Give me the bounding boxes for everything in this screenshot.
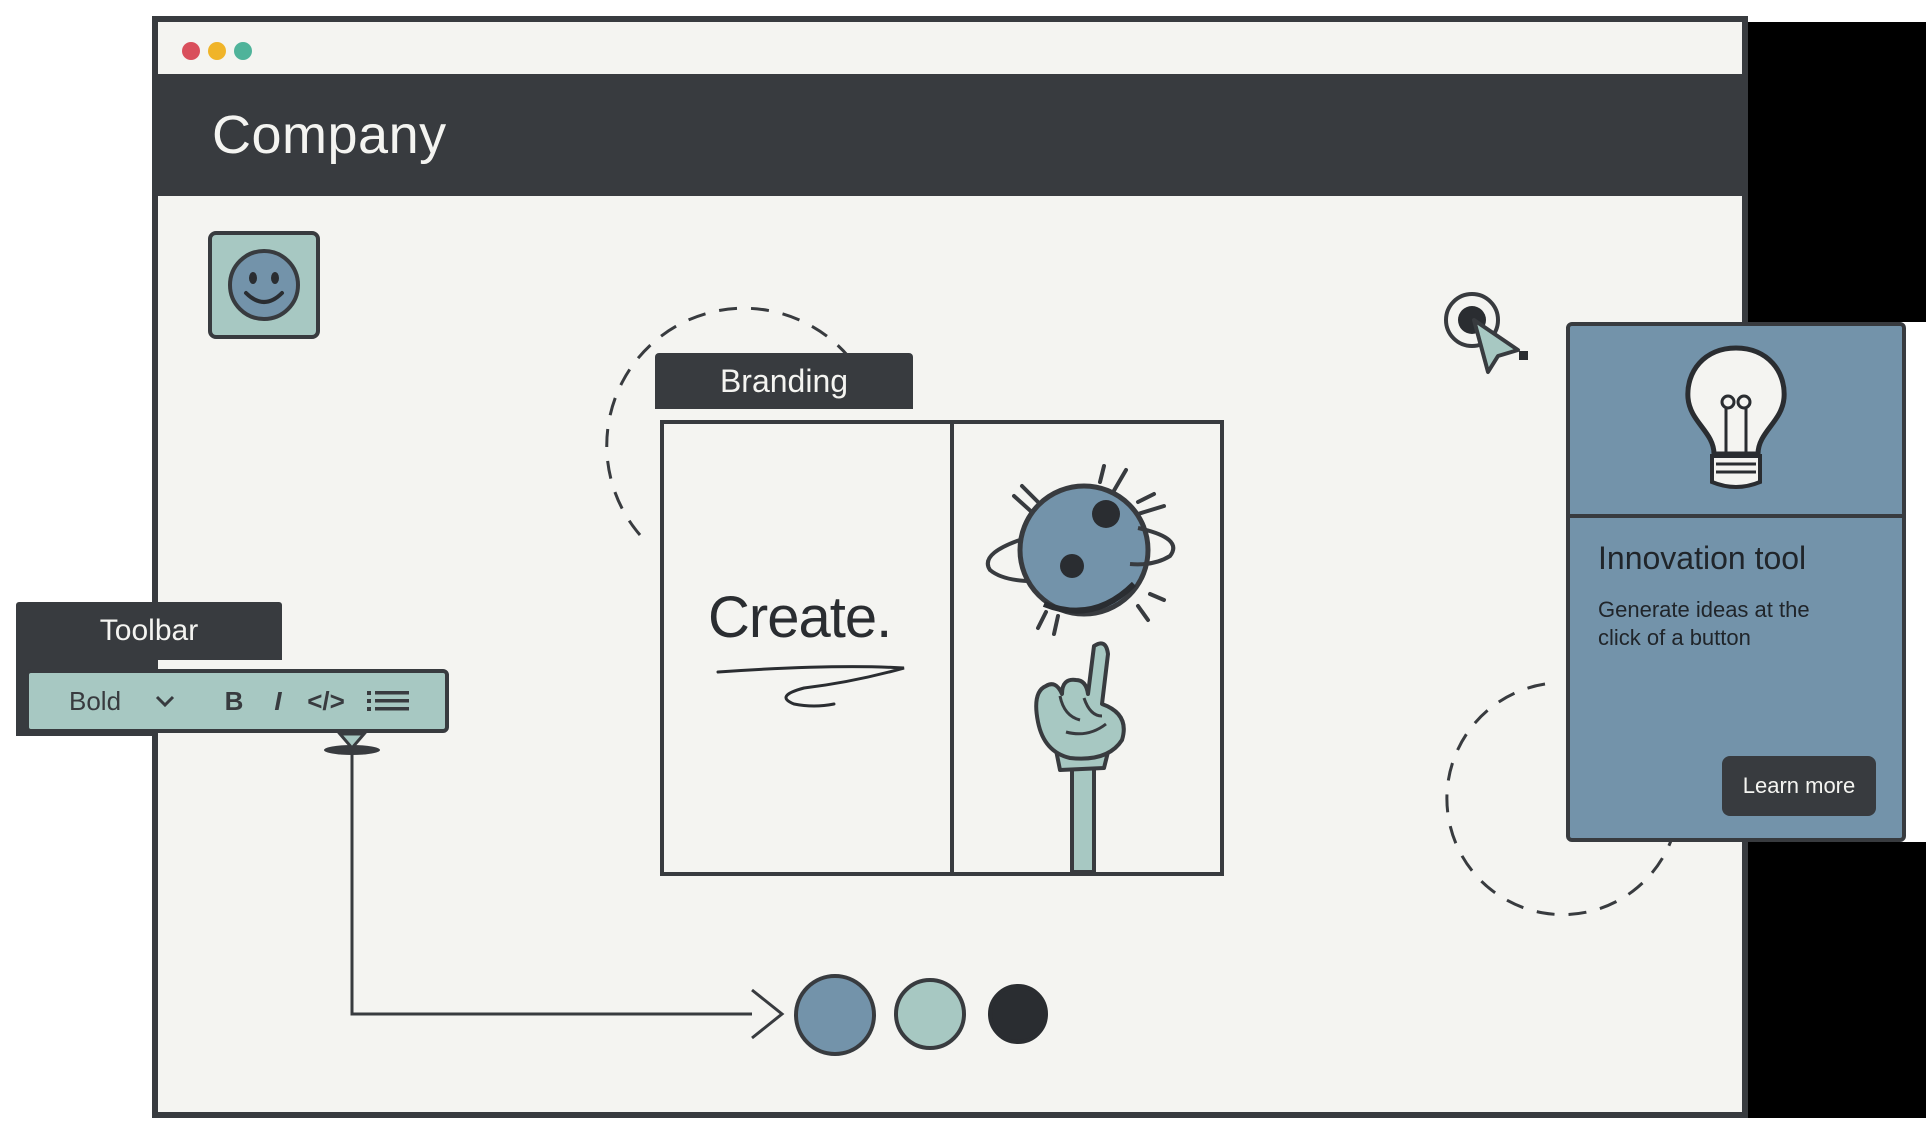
company-title: Company [212,105,447,165]
background-block-bottom [1748,842,1926,1118]
innovation-card: Innovation tool Generate ideas at the cl… [1566,322,1906,842]
card-divider [1570,514,1902,518]
minimize-window-dot[interactable] [208,42,226,60]
connector-line [350,750,752,1016]
background-block-top [1748,22,1926,322]
underline-squiggle [716,665,905,708]
toolbar-label: Toolbar [99,614,199,647]
italic-button[interactable]: I [274,685,282,716]
connector-arrowhead [751,988,785,1040]
planet-idea-illustration [985,464,1176,872]
swatch-dark[interactable] [988,984,1048,1044]
branding-label: Branding [719,362,849,399]
text-formatting-toolbar: Bold B I </> [25,669,449,733]
close-window-dot[interactable] [182,42,200,60]
bold-button[interactable]: B [224,685,244,716]
branding-panel: Create. [660,420,1224,876]
branding-tab: Branding [655,353,913,409]
toolbar-pointer-tip [336,732,368,751]
style-select[interactable]: Bold [69,683,179,719]
toolbar-tab: Toolbar [16,602,282,660]
card-description: Generate ideas at the click of a button [1598,597,1810,650]
chevron-down-icon [155,695,175,707]
create-headline: Create. [708,585,892,650]
browser-window: Company [152,16,1748,1118]
maximize-window-dot[interactable] [234,42,252,60]
lightbulb-icon [1685,345,1787,489]
learn-more-button[interactable]: Learn more [1722,756,1876,816]
card-title: Innovation tool [1598,540,1807,576]
smiley-face-icon [228,249,300,321]
window-titlebar [158,22,1742,74]
swatch-steel[interactable] [794,974,876,1056]
code-button[interactable]: </> [307,685,345,716]
dashed-orbit-left [605,306,850,536]
style-select-value: Bold [69,685,122,716]
site-header: Company [158,74,1742,196]
cursor-click-icon [1444,292,1528,374]
dashed-orbit-right [1445,682,1674,917]
panel-divider [950,424,954,872]
swatch-mint[interactable] [894,978,966,1050]
avatar[interactable] [208,231,320,339]
list-icon [367,691,409,711]
list-button[interactable] [367,683,411,719]
